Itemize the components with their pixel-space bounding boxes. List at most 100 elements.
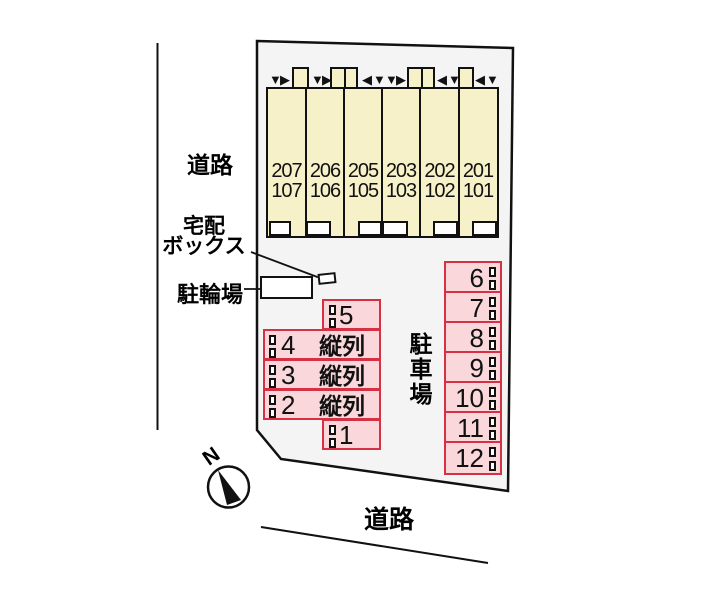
parking-space-9: 9 [444, 351, 502, 383]
arrow-left-icon: ◀ [437, 72, 447, 87]
stairwell-tab [330, 67, 358, 89]
room-number-upper: 201 [462, 160, 494, 182]
parking-space-number: 10 [455, 383, 484, 413]
wheel-stop [489, 340, 496, 350]
stairwell-tab [458, 67, 474, 89]
parking-space-number: 12 [455, 443, 484, 473]
parking-space-7: 7 [444, 291, 502, 323]
parking-space-number: 6 [469, 263, 484, 293]
tandem-label: 縦列 [319, 363, 365, 389]
parking-space-12: 12 [444, 441, 502, 475]
delivery-box-label-line2: ボックス [162, 235, 246, 258]
wheel-stop [269, 335, 276, 345]
room-number-lower: 103 [385, 180, 417, 202]
stairwell-tab-divider [421, 69, 423, 89]
arrow-down-icon: ▼ [311, 72, 324, 87]
parking-space-number: 7 [469, 293, 484, 323]
unit-entrance [472, 221, 497, 236]
room-number-upper: 202 [424, 160, 455, 182]
delivery-box-leader-line [250, 251, 321, 279]
wheel-stop [489, 280, 496, 290]
parking-space-11: 11 [444, 411, 502, 443]
parking-space-number: 11 [457, 413, 484, 443]
stairwell-tab-divider [344, 69, 346, 89]
unit-entrance [433, 221, 458, 236]
arrow-left-icon: ◀ [362, 72, 372, 87]
arrow-down-icon: ▼ [385, 72, 398, 87]
wheel-stop [489, 310, 496, 320]
unit-divider [381, 89, 383, 236]
tandem-label: 縦列 [319, 333, 365, 359]
wheel-stop [269, 378, 276, 388]
stairwell-tab [407, 67, 435, 89]
unit-divider [458, 89, 460, 236]
wheel-stop [329, 305, 336, 315]
room-number-upper: 207 [271, 160, 302, 182]
wheel-stop [489, 327, 496, 337]
arrow-down-icon: ▼ [269, 72, 282, 87]
wheel-stop [489, 297, 496, 307]
unit-divider [343, 89, 345, 236]
arrow-down-icon: ▼ [448, 72, 461, 87]
parking-space-number: 3 [281, 360, 296, 390]
parking-space-number: 4 [281, 330, 296, 360]
parking-space-10: 10 [444, 381, 502, 413]
room-number-upper: 203 [385, 160, 417, 182]
parking-space-number: 1 [339, 420, 354, 450]
bicycle-parking-label: 駐輪場 [177, 282, 244, 307]
parking-space-number: 5 [339, 300, 354, 330]
unit-entrance [269, 221, 291, 236]
parking-space-number: 9 [469, 353, 484, 383]
wheel-stop [489, 370, 496, 380]
bicycle-parking-area [260, 276, 313, 299]
road-label-left: 道路 [187, 152, 233, 178]
room-number-upper: 205 [347, 160, 379, 182]
delivery-box [317, 272, 337, 285]
parking-space-number: 2 [281, 390, 296, 420]
wheel-stop [489, 461, 496, 471]
arrow-right-icon: ▶ [280, 72, 290, 87]
wheel-stop [329, 318, 336, 328]
wheel-stop [329, 425, 336, 435]
wheel-stop [489, 387, 496, 397]
unit-entrance [306, 221, 331, 236]
wheel-stop [269, 365, 276, 375]
room-number-lower: 106 [309, 180, 341, 202]
unit-divider [305, 89, 307, 236]
room-number-upper: 206 [309, 160, 341, 182]
room-number-lower: 107 [271, 180, 302, 202]
arrow-right-icon: ▶ [322, 72, 332, 87]
wheel-stop [269, 348, 276, 358]
arrow-left-icon: ◀ [475, 72, 485, 87]
tandem-label: 縦列 [319, 393, 365, 419]
room-number-lower: 101 [462, 180, 494, 202]
parking-space-2: 2 縦列 [263, 389, 381, 420]
parking-space-number: 8 [469, 323, 484, 353]
wheel-stop [489, 417, 496, 427]
parking-space-4: 4 縦列 [263, 329, 381, 360]
wheel-stop [269, 408, 276, 418]
compass-needle-icon [218, 470, 241, 505]
parking-space-8: 8 [444, 321, 502, 353]
parking-space-3: 3 縦列 [263, 359, 381, 390]
bottom-road-edge-line [260, 526, 489, 564]
stairwell-tab [292, 67, 309, 89]
arrow-down-icon: ▼ [486, 72, 499, 87]
room-number-lower: 105 [347, 180, 379, 202]
unit-divider [419, 89, 421, 236]
wheel-stop [489, 447, 496, 457]
delivery-box-label: 宅配 ボックス [160, 216, 248, 258]
wheel-stop [329, 438, 336, 448]
unit-entrance [358, 221, 382, 236]
parking-space-5: 5 [322, 299, 381, 330]
unit-entrance [382, 221, 408, 236]
road-label-bottom: 道路 [364, 506, 415, 534]
wheel-stop [489, 430, 496, 440]
arrow-down-icon: ▼ [373, 72, 386, 87]
